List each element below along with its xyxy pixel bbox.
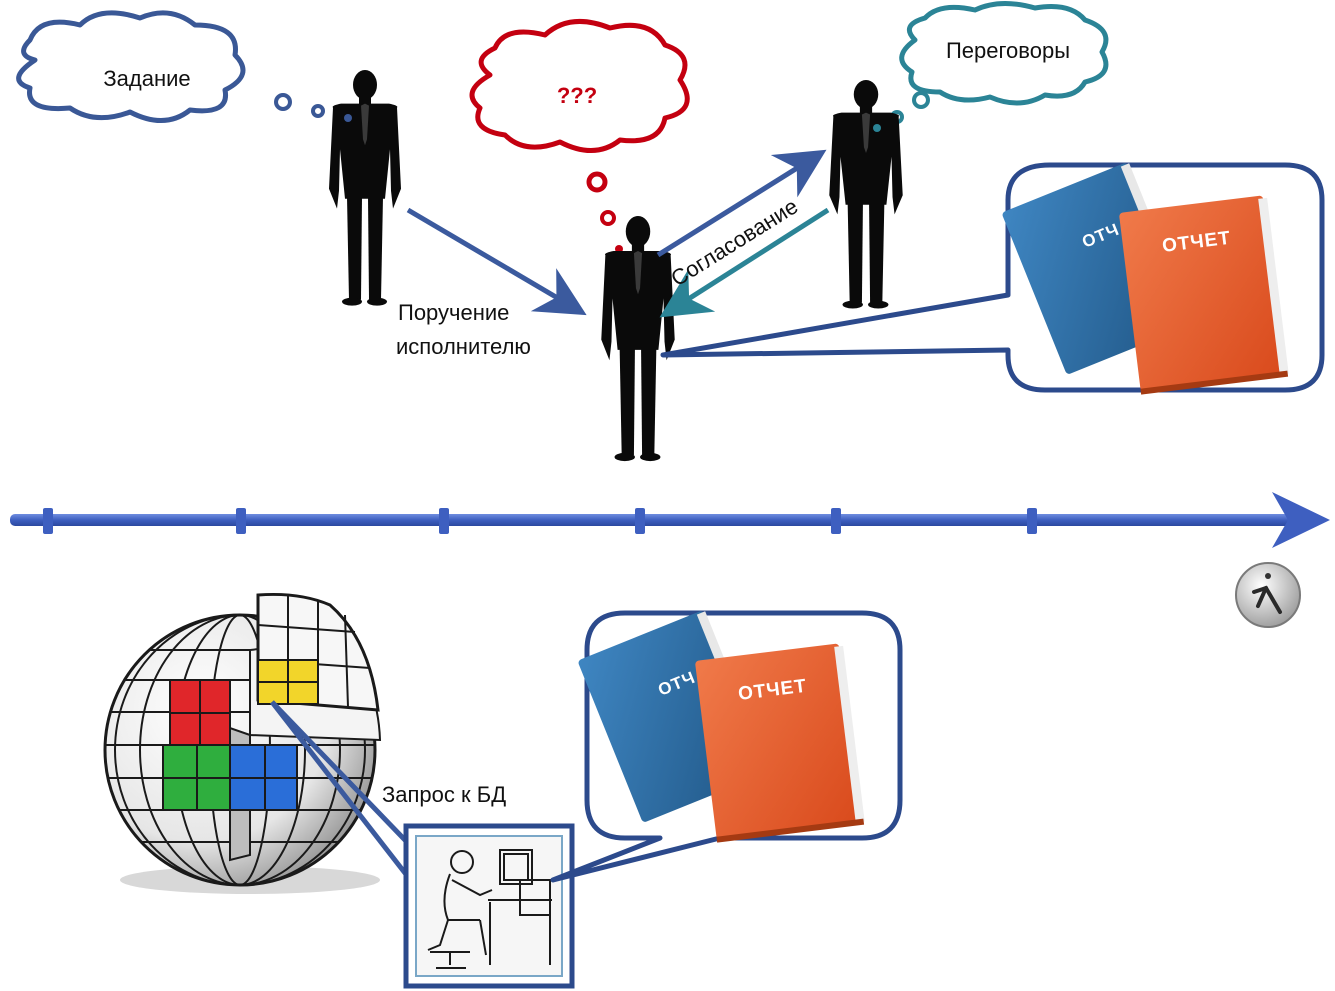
report-callout-bottom: ОТЧ ОТЧЕТ bbox=[550, 609, 903, 883]
database-sphere-icon bbox=[103, 592, 382, 894]
timeline-tick bbox=[635, 508, 645, 534]
thought-dot bbox=[912, 91, 930, 109]
negotiations-label: Переговоры bbox=[946, 38, 1070, 63]
agreement-arrow-back bbox=[659, 207, 830, 318]
timeline-axis bbox=[10, 492, 1330, 548]
thought-dot bbox=[274, 93, 292, 111]
manager-silhouette bbox=[329, 70, 401, 306]
timeline-tick bbox=[43, 508, 53, 534]
thought-dot bbox=[615, 245, 623, 253]
timeline-tick bbox=[831, 508, 841, 534]
agreement-arrow-out bbox=[656, 149, 827, 258]
task-label: Задание bbox=[103, 66, 190, 91]
computer-worker-icon bbox=[403, 823, 575, 989]
thought-dot bbox=[311, 104, 325, 118]
question-label: ??? bbox=[557, 83, 597, 108]
report-callout-top: ОТЧ ОТЧЕТ bbox=[660, 161, 1325, 395]
timeline-tick bbox=[236, 508, 246, 534]
stopwatch-icon[interactable] bbox=[1235, 562, 1301, 628]
partner-silhouette bbox=[829, 80, 903, 309]
db-query-label: Запрос к БД bbox=[382, 782, 506, 807]
negotiations-cloud: Переговоры bbox=[890, 1, 1109, 124]
thought-dot bbox=[600, 210, 616, 226]
task-cloud: Задание bbox=[16, 10, 325, 123]
assignment-arrow bbox=[406, 207, 587, 316]
timeline-tick bbox=[1027, 508, 1037, 534]
timeline-tick bbox=[439, 508, 449, 534]
thought-dot bbox=[586, 171, 608, 193]
question-cloud: ??? bbox=[469, 18, 690, 253]
assignment-label-line1: Поручение bbox=[398, 300, 509, 325]
assignment-label-line2: исполнителю bbox=[396, 334, 531, 359]
